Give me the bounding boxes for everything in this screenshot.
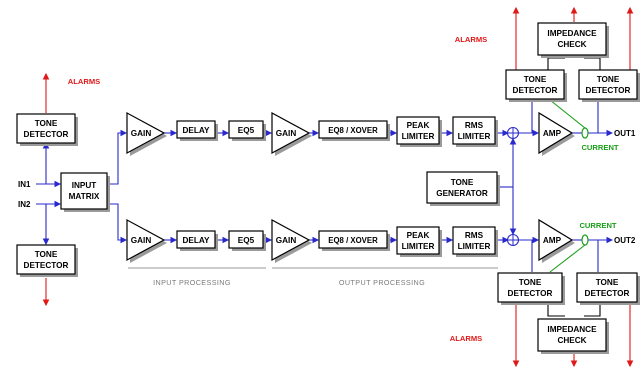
svg-text:LIMITER: LIMITER: [402, 242, 435, 251]
svg-text:PEAK: PEAK: [407, 231, 430, 240]
svg-text:PEAK: PEAK: [407, 121, 430, 130]
input-gain-ch2: GAIN: [126, 218, 167, 263]
svg-text:INPUT: INPUT: [72, 181, 97, 190]
delay-ch1: DELAY: [176, 120, 218, 141]
current-label-out1: CURRENT: [581, 143, 618, 152]
amp-ch1: AMP: [538, 111, 575, 156]
svg-text:TONE: TONE: [519, 278, 542, 287]
in2-label: IN2: [18, 200, 31, 209]
svg-text:IMPEDANCE: IMPEDANCE: [547, 29, 597, 38]
peak-limiter-ch1: PEAK LIMITER: [396, 116, 442, 147]
svg-text:DETECTOR: DETECTOR: [508, 289, 553, 298]
out2-label: OUT2: [614, 236, 636, 245]
svg-text:RMS: RMS: [465, 231, 484, 240]
eq5-ch2: EQ5: [228, 230, 266, 251]
svg-text:DETECTOR: DETECTOR: [513, 86, 558, 95]
tone-detector-out2-b: TONE DETECTOR: [576, 272, 640, 305]
svg-text:IMPEDANCE: IMPEDANCE: [547, 325, 597, 334]
tone-detector-out2-a: TONE DETECTOR: [497, 272, 565, 305]
svg-text:AMP: AMP: [543, 236, 562, 245]
svg-text:CHECK: CHECK: [557, 336, 586, 345]
svg-text:GAIN: GAIN: [276, 236, 297, 245]
svg-text:EQ5: EQ5: [238, 236, 255, 245]
svg-text:TONE: TONE: [597, 75, 620, 84]
svg-text:GENERATOR: GENERATOR: [436, 189, 488, 198]
eq8-xover-ch2: EQ8 / XOVER: [318, 230, 390, 251]
impedance-check-out2: IMPEDANCE CHECK: [537, 318, 609, 354]
svg-text:DETECTOR: DETECTOR: [24, 130, 69, 139]
tone-detector-in2: TONE DETECTOR: [16, 244, 78, 277]
svg-text:CHECK: CHECK: [557, 40, 586, 49]
svg-text:DELAY: DELAY: [183, 126, 211, 135]
svg-text:LIMITER: LIMITER: [458, 132, 491, 141]
out1-label: OUT1: [614, 129, 636, 138]
peak-limiter-ch2: PEAK LIMITER: [396, 226, 442, 257]
summing-junction-ch1: [506, 126, 520, 140]
tone-detector-in1: TONE DETECTOR: [16, 113, 78, 146]
svg-text:EQ8 / XOVER: EQ8 / XOVER: [328, 126, 378, 135]
svg-text:MATRIX: MATRIX: [69, 192, 100, 201]
alarms-label-out2: ALARMS: [450, 334, 482, 343]
tone-detector-out1-a: TONE DETECTOR: [505, 69, 567, 102]
current-sensor-ch2: [581, 234, 589, 246]
rms-limiter-ch1: RMS LIMITER: [452, 116, 498, 147]
svg-text:TONE: TONE: [35, 119, 58, 128]
impedance-check-out1: IMPEDANCE CHECK: [537, 22, 609, 58]
input-gain-ch1: GAIN: [126, 111, 167, 156]
svg-text:TONE: TONE: [451, 178, 474, 187]
in1-label: IN1: [18, 180, 31, 189]
svg-text:DELAY: DELAY: [183, 236, 211, 245]
svg-text:GAIN: GAIN: [131, 236, 152, 245]
alarms-label-in: ALARMS: [68, 77, 100, 86]
svg-text:DETECTOR: DETECTOR: [585, 289, 630, 298]
svg-text:TONE: TONE: [35, 250, 58, 259]
svg-text:TONE: TONE: [524, 75, 547, 84]
output-gain-ch2: GAIN: [271, 218, 312, 263]
current-sensor-ch1: [581, 127, 589, 139]
rms-limiter-ch2: RMS LIMITER: [452, 226, 498, 257]
alarms-label-out1: ALARMS: [455, 35, 487, 44]
input-processing-label: INPUT PROCESSING: [153, 278, 231, 287]
amp-ch2: AMP: [538, 218, 575, 263]
svg-text:LIMITER: LIMITER: [402, 132, 435, 141]
svg-text:LIMITER: LIMITER: [458, 242, 491, 251]
output-gain-ch1: GAIN: [271, 111, 312, 156]
svg-text:RMS: RMS: [465, 121, 484, 130]
delay-ch2: DELAY: [176, 230, 218, 251]
svg-text:GAIN: GAIN: [131, 129, 152, 138]
svg-text:TONE: TONE: [596, 278, 619, 287]
output-processing-label: OUTPUT PROCESSING: [339, 278, 425, 287]
svg-text:DETECTOR: DETECTOR: [586, 86, 631, 95]
svg-text:EQ8 / XOVER: EQ8 / XOVER: [328, 236, 378, 245]
input-matrix: INPUT MATRIX: [60, 172, 110, 212]
eq5-ch1: EQ5: [228, 120, 266, 141]
svg-text:DETECTOR: DETECTOR: [24, 261, 69, 270]
summing-junction-ch2: [506, 233, 520, 247]
current-label-out2: CURRENT: [579, 221, 616, 230]
tone-generator: TONE GENERATOR: [426, 171, 500, 206]
tone-detector-out1-b: TONE DETECTOR: [578, 69, 640, 102]
svg-text:EQ5: EQ5: [238, 126, 255, 135]
svg-text:GAIN: GAIN: [276, 129, 297, 138]
svg-text:AMP: AMP: [543, 129, 562, 138]
eq8-xover-ch1: EQ8 / XOVER: [318, 120, 390, 141]
